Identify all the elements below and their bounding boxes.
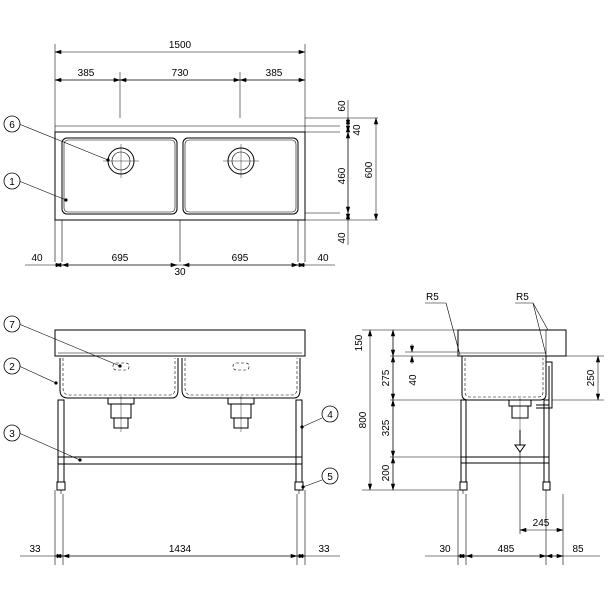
dim-total-depth: 600: [364, 161, 375, 178]
callout-2: 2: [9, 362, 15, 373]
callout-4: 4: [327, 410, 333, 421]
dim-back-offset: 85: [572, 544, 584, 555]
callout-5: 5: [327, 472, 333, 483]
dim-drain-offset: 245: [533, 518, 550, 529]
dim-overflow: 40: [408, 374, 419, 386]
dim-side-left: 385: [78, 68, 95, 79]
callout-1: 1: [9, 177, 15, 188]
dim-bowl-depth-side: 250: [586, 369, 597, 386]
dim-bowl-right: 695: [232, 253, 249, 264]
dim-edge-left: 40: [31, 253, 43, 264]
dim-divider: 30: [174, 267, 186, 278]
dim-side-right: 385: [266, 68, 283, 79]
dim-leg-span-side: 485: [498, 544, 515, 555]
dim-radius-back: R5: [516, 292, 529, 303]
dim-back-lip: 40: [352, 124, 363, 136]
callout-7: 7: [9, 320, 15, 331]
plan-view: 1500 385 730 385 60 40 460 40 600 40 695…: [3, 40, 379, 278]
callout-6: 6: [9, 120, 15, 131]
dim-radius-front: R5: [426, 292, 439, 303]
dim-edge-right: 40: [317, 253, 329, 264]
dim-front-offset: 30: [439, 544, 451, 555]
front-drain-left: [107, 396, 135, 432]
dim-bowl-left: 695: [112, 253, 129, 264]
dim-leg-span: 1434: [169, 544, 192, 555]
dim-center: 730: [172, 68, 189, 79]
dim-front-lip: 40: [337, 232, 348, 244]
right-bowl: [182, 137, 299, 215]
dim-overall-width: 1500: [169, 40, 192, 51]
left-bowl: [61, 137, 178, 215]
dim-shelf-height: 200: [381, 464, 392, 481]
dim-height-total: 800: [358, 411, 369, 428]
dim-bowl-top: 275: [381, 369, 392, 386]
side-view: 800 150 275 325 200 40 250 R5 R5 245: [354, 292, 604, 565]
callout-3: 3: [9, 429, 15, 440]
dim-leg-mid: 325: [381, 419, 392, 436]
dim-leg-left: 33: [29, 544, 41, 555]
front-drain-right: [227, 396, 255, 432]
dim-leg-right: 33: [318, 544, 330, 555]
drain-right: [223, 144, 259, 178]
dim-top-thickness: 150: [354, 334, 365, 351]
dim-bowl-depth: 460: [337, 167, 348, 184]
front-view: 33 1434 33 7 2 3 4 5: [3, 315, 340, 565]
dim-back-gap: 60: [337, 100, 348, 112]
